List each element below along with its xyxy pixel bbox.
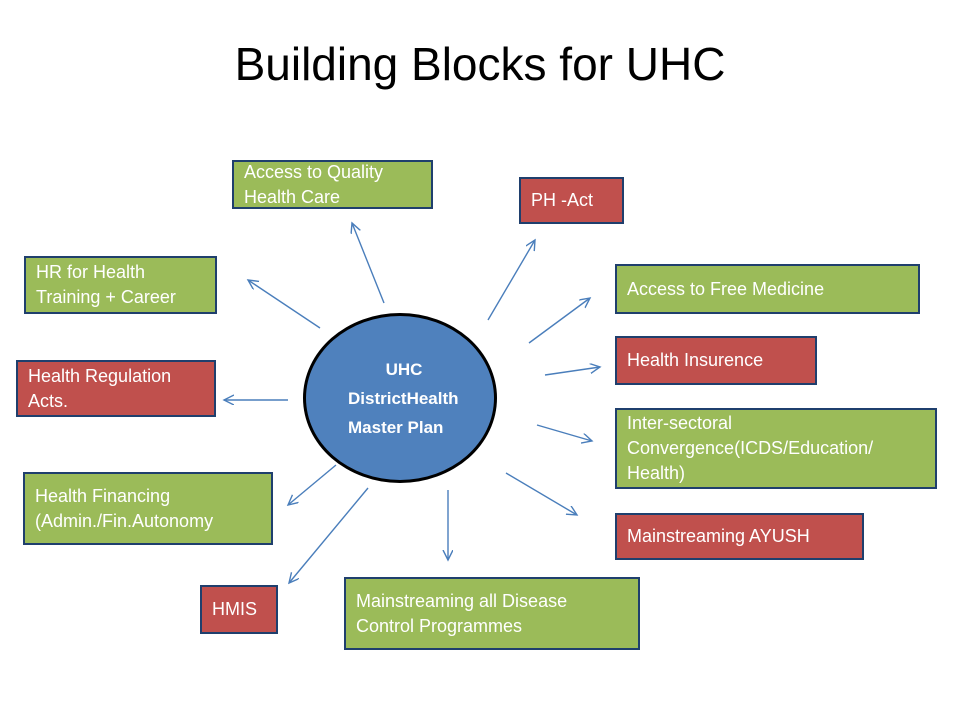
block-hr-health: HR for Health Training + Career	[24, 256, 217, 314]
block-disease-control: Mainstreaming all Disease Control Progra…	[344, 577, 640, 650]
block-ph-act: PH -Act	[519, 177, 624, 224]
hub-line-1: UHC	[385, 360, 423, 379]
block-free-medicine: Access to Free Medicine	[615, 264, 920, 314]
block-health-insurance: Health Insurence	[615, 336, 817, 385]
arrow-to-hmis	[289, 487, 369, 583]
arrow-to-health-financing	[288, 464, 337, 505]
arrow-to-ph-act	[487, 240, 535, 321]
arrow-to-mainstreaming-ayush	[505, 472, 577, 515]
block-inter-sectoral: Inter-sectoral Convergence(ICDS/Educatio…	[615, 408, 937, 489]
block-access-quality: Access to Quality Health Care	[232, 160, 433, 209]
arrow-to-free-medicine	[528, 298, 590, 344]
block-health-regulation: Health Regulation Acts.	[16, 360, 216, 417]
block-mainstreaming-ayush: Mainstreaming AYUSH	[615, 513, 864, 560]
arrow-to-health-insurance	[544, 367, 600, 376]
page-title: Building Blocks for UHC	[234, 38, 726, 90]
hub-uhc-district-health-master-plan: UHC DistrictHealth Master Plan	[303, 313, 497, 483]
hub-line-3: Master Plan	[348, 418, 444, 437]
block-health-financing: Health Financing (Admin./Fin.Autonomy	[23, 472, 273, 545]
block-hmis: HMIS	[200, 585, 278, 634]
arrow-to-inter-sectoral	[536, 424, 592, 441]
arrow-to-access-quality	[352, 223, 385, 304]
arrow-to-hr-health	[248, 280, 321, 329]
hub-line-2: DistrictHealth	[348, 389, 459, 408]
